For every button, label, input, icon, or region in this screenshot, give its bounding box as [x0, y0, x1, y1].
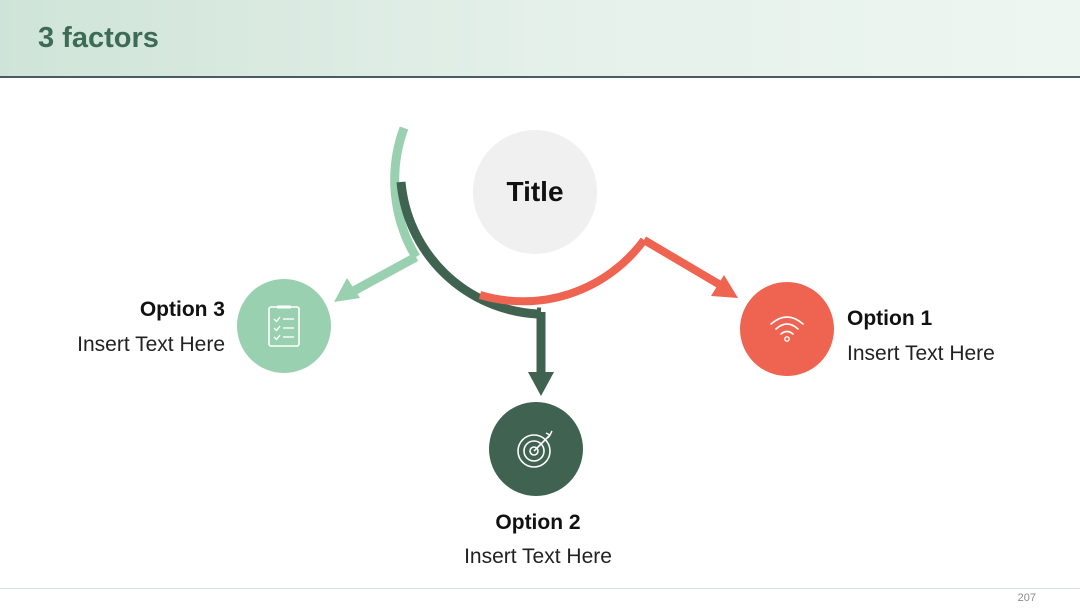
option-3-text: Insert Text Here [77, 333, 225, 356]
arc-option-2 [396, 181, 538, 319]
center-title: Title [473, 130, 597, 254]
slide-title: 3 factors [38, 22, 159, 54]
option-2-title: Option 2 [495, 511, 581, 534]
arrow-head-option-1 [711, 275, 738, 298]
option-1-circle [740, 282, 834, 376]
arrow-head-option-2 [528, 372, 554, 396]
checklist-icon [268, 305, 300, 347]
footer-divider [0, 588, 1080, 589]
option-3-circle [237, 279, 331, 373]
page-number: 207 [1017, 592, 1036, 604]
option-3-title: Option 3 [139, 298, 225, 321]
slide-header: 3 factors [0, 0, 1080, 78]
option-1-title: Option 1 [847, 307, 933, 330]
option-2-text: Insert Text Here [464, 545, 612, 568]
target-icon [517, 430, 553, 468]
wifi-icon [770, 316, 804, 342]
arc-option-3 [390, 126, 420, 260]
arc-option-1 [478, 237, 648, 306]
arrow-shaft-option-1 [641, 236, 725, 290]
arrow-head-option-3 [334, 278, 360, 302]
option-1-text: Insert Text Here [847, 342, 995, 365]
center-title-text: Title [506, 176, 564, 207]
option-2-circle [489, 402, 583, 496]
arrow-shaft-option-3 [347, 253, 419, 297]
